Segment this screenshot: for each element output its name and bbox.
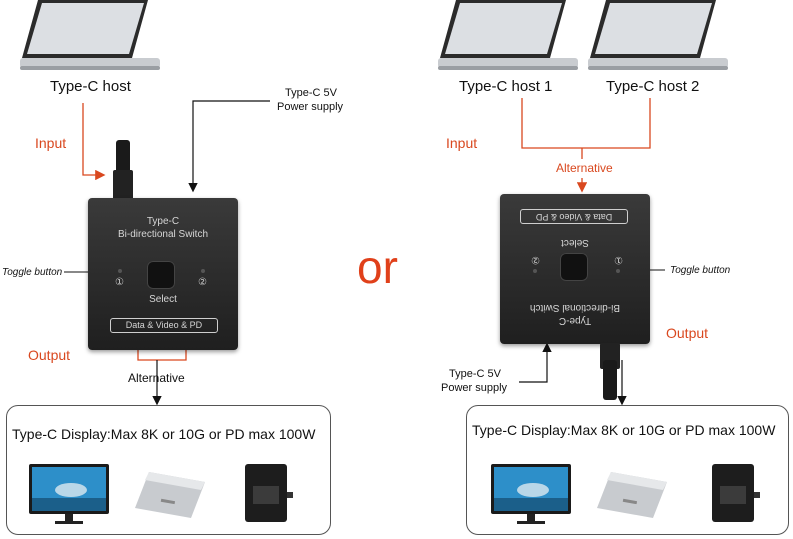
left-display-title: Type-C Display:Max 8K or 10G or PD max 1…: [12, 426, 316, 442]
left-switch-title-1: Type-C: [146, 216, 180, 227]
right-port-1: ①: [614, 254, 623, 265]
right-toggle-label: Toggle button: [670, 265, 731, 276]
monitor-icon: [29, 464, 109, 524]
left-toggle-label: Toggle button: [2, 267, 63, 278]
right-power-label-2: Power supply: [441, 382, 508, 394]
left-output-label: Output: [28, 347, 71, 363]
right-switch-title-2: Bi-directional Switch: [529, 302, 621, 313]
left-select-button[interactable]: [147, 261, 175, 289]
or-label: or: [357, 241, 398, 293]
left-select-label: Select: [149, 294, 177, 305]
laptop-icon: [438, 0, 578, 70]
right-bottom-cable: [603, 360, 617, 400]
left-power-label-2: Power supply: [277, 101, 344, 113]
right-display-title: Type-C Display:Max 8K or 10G or PD max 1…: [472, 422, 776, 438]
right-host2-label: Type-C host 2: [606, 78, 700, 95]
left-display-box: Type-C Display:Max 8K or 10G or PD max 1…: [6, 405, 331, 535]
dock-icon: [712, 464, 760, 522]
left-input-label: Input: [35, 135, 67, 151]
right-alternative-label: Alternative: [556, 161, 613, 175]
left-port-1: ①: [115, 277, 124, 288]
right-port-2: ②: [531, 254, 540, 265]
right-power-label-1: Type-C 5V: [449, 368, 501, 380]
dock-icon: [245, 464, 293, 522]
ssd-icon: [135, 472, 205, 518]
left-power-label-1: Type-C 5V: [285, 87, 337, 99]
right-input-label: Input: [446, 135, 478, 151]
right-host1-label: Type-C host 1: [459, 78, 553, 95]
right-output-label: Output: [666, 325, 709, 341]
right-select-label: Select: [561, 237, 589, 248]
right-switch-title-1: Type-C: [558, 315, 592, 326]
left-alternative-label: Alternative: [128, 371, 185, 385]
left-host-label: Type-C host: [50, 78, 131, 95]
laptop-icon: [588, 0, 728, 70]
right-select-button[interactable]: [560, 253, 588, 281]
left-switch-device: Type-C Bi-directional Switch ① ② Select …: [88, 198, 238, 350]
left-cable-plug: [113, 170, 133, 200]
laptop-icon: [20, 0, 160, 70]
ssd-icon: [597, 472, 667, 518]
monitor-icon: [491, 464, 571, 524]
right-switch-device: Type-C Bi-directional Switch ① ② Select …: [500, 194, 650, 344]
right-display-box: Type-C Display:Max 8K or 10G or PD max 1…: [466, 405, 789, 535]
left-switch-title-2: Bi-directional Switch: [117, 229, 209, 240]
left-pill: Data & Video & PD: [110, 318, 218, 333]
right-pill: Data & Video & PD: [520, 209, 628, 224]
left-port-2: ②: [198, 277, 207, 288]
